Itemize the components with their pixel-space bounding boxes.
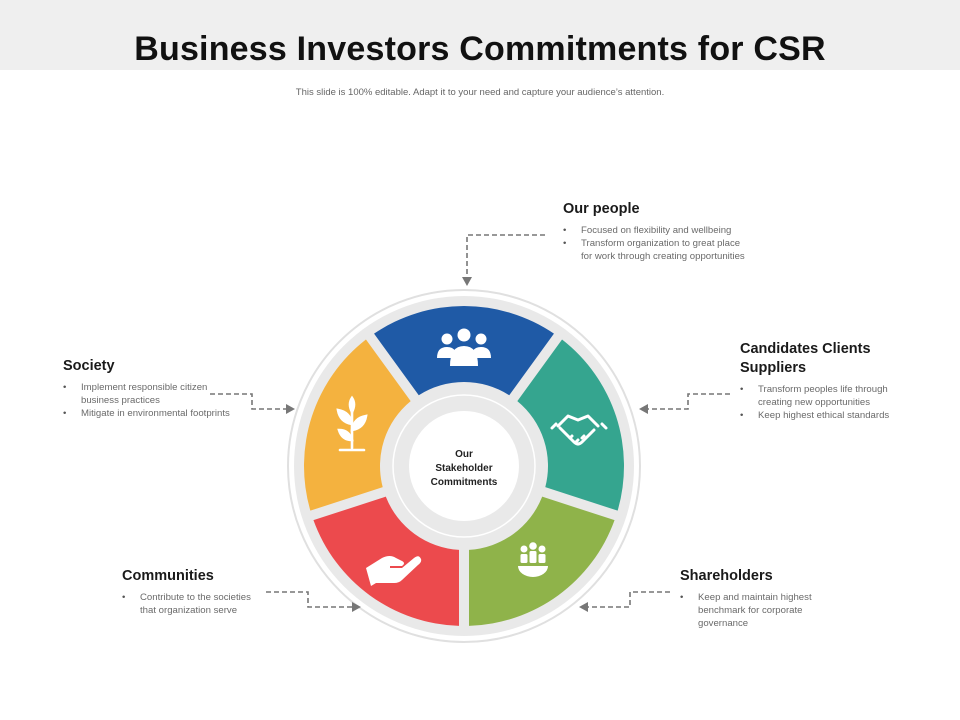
- bullet-item: Transform peoples life through creating …: [740, 384, 900, 410]
- bullet-list: Transform peoples life through creating …: [740, 384, 900, 422]
- block-society: Society Implement responsible citizen bu…: [63, 357, 233, 420]
- block-candidates: Candidates Clients Suppliers Transform p…: [740, 340, 900, 422]
- center-label-line-3: Commitments: [430, 477, 498, 488]
- block-title: Society: [63, 358, 115, 374]
- handshake-icon: [550, 414, 608, 446]
- bullet-item: Keep and maintain highest benchmark for …: [680, 592, 820, 630]
- connector-communities: [266, 591, 352, 608]
- bullet-list: Implement responsible citizen business p…: [63, 382, 233, 420]
- center-label-line-1: Our: [455, 449, 473, 460]
- page-title: Business Investors Commitments for CSR: [134, 30, 826, 68]
- people-globe-icon: [518, 542, 548, 577]
- center-label-line-2: Stakeholder: [435, 463, 493, 474]
- bullet-list: Focused on flexibility and wellbeing Tra…: [563, 225, 753, 263]
- block-title: Our people: [563, 201, 640, 217]
- title-band: [0, 0, 960, 70]
- arrow-candidates: [639, 404, 648, 414]
- arrow-communities: [352, 602, 361, 612]
- bullet-list: Contribute to the societies that organiz…: [122, 592, 262, 618]
- block-shareholders: Shareholders Keep and maintain highest b…: [680, 567, 820, 630]
- arrow-society: [286, 404, 295, 414]
- wheel-segment-candidates: [517, 339, 625, 511]
- connector-candidates: [648, 393, 730, 410]
- connector-arrows: [286, 277, 648, 612]
- bullet-item: Implement responsible citizen business p…: [63, 382, 233, 408]
- block-communities: Communities Contribute to the societies …: [122, 567, 262, 618]
- arrow-people: [462, 277, 472, 286]
- block-our-people: Our people Focused on flexibility and we…: [563, 200, 753, 263]
- block-title: Communities: [122, 568, 214, 584]
- wheel-center-disc: [409, 411, 519, 521]
- connector-people: [466, 234, 545, 277]
- hand-give-icon: [366, 556, 422, 586]
- connector-shareholders: [588, 591, 670, 608]
- bullet-item: Contribute to the societies that organiz…: [122, 592, 262, 618]
- block-title: Candidates Clients Suppliers: [740, 341, 871, 376]
- center-label: Our Stakeholder Commitments: [410, 448, 518, 490]
- bullet-list: Keep and maintain highest benchmark for …: [680, 592, 820, 630]
- bullet-item: Mitigate in environmental footprints: [63, 408, 233, 421]
- bullet-item: Transform organization to great place fo…: [563, 238, 753, 264]
- bullet-item: Keep highest ethical standards: [740, 410, 900, 423]
- wheel-inner-ring-line: [392, 394, 536, 538]
- group-icon: [437, 328, 491, 366]
- bullet-item: Focused on flexibility and wellbeing: [563, 225, 753, 238]
- page-subtitle: This slide is 100% editable. Adapt it to…: [295, 87, 665, 98]
- arrow-shareholders: [579, 602, 588, 612]
- plant-icon: [336, 395, 368, 452]
- block-title: Shareholders: [680, 568, 773, 584]
